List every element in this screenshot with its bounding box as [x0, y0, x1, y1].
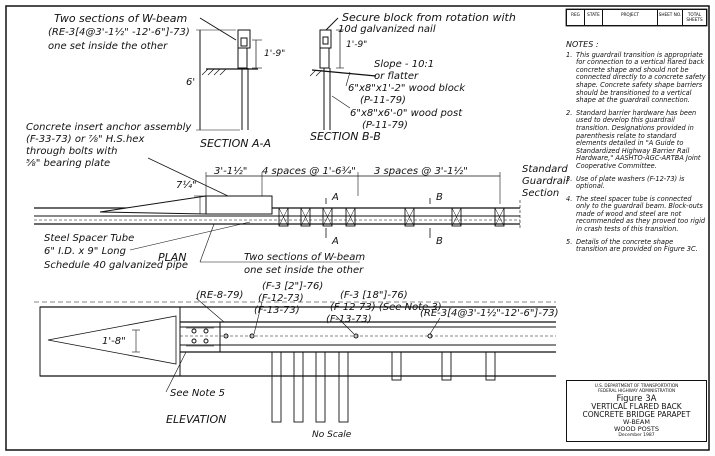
section-b-slope-1: Slope - 10:1 [374, 59, 435, 70]
title-agency-2: FEDERAL HIGHWAY ADMINISTRATION [597, 388, 676, 393]
elev-dim: 1'-8" [102, 336, 126, 347]
section-b-title: SECTION B-B [310, 130, 381, 143]
note-item: 4.The steel spacer tube is connected onl… [566, 194, 706, 234]
figure-number: Figure 3A [616, 394, 657, 404]
section-b-slope-2: or flatter [374, 71, 419, 82]
elevation-posts [271, 351, 496, 423]
title-line-1: VERTICAL FLARED BACK [591, 402, 682, 411]
note-text: Standard barrier hardware has been used … [576, 108, 701, 170]
plan-std-1: Standard [522, 164, 568, 175]
scale-label: No Scale [312, 430, 352, 440]
anchor-callout-2: (F-33-73) or ⅞" H.S.hex [26, 134, 145, 145]
section-b-block-2: (P-11-79) [360, 95, 406, 106]
section-a-callout-3: one set inside the other [48, 41, 168, 52]
note-text: Details of the concrete shape transition… [576, 237, 698, 254]
anchor-callout-1: Concrete insert anchor assembly [26, 122, 192, 133]
elev-f13b: (F-13-73) [326, 314, 372, 325]
header-reg: REG [567, 10, 585, 25]
elevation-parapet [39, 306, 181, 377]
title-line-4: WOOD POSTS [614, 425, 659, 433]
title-date: December 1987 [618, 433, 655, 438]
plan-cut-b-bottom: B [436, 236, 443, 247]
anchor-callout-3: through bolts with [26, 146, 118, 157]
section-b-block-dim: 1'-9" [346, 40, 368, 50]
plan-wbeam-1: Two sections of W-beam [244, 252, 366, 263]
section-a-title: SECTION A-A [200, 137, 271, 150]
header-state: STATE [585, 10, 603, 25]
elev-f3b: (F-3 [18"]-76) [340, 290, 408, 301]
elev-label: ELEVATION [166, 413, 227, 426]
sheet-border [5, 5, 710, 451]
elev-re879: (RE-8-79) [196, 290, 244, 301]
plan-std-2: Guardrail [522, 176, 569, 187]
note-text: This guardrail transition is appropriate… [576, 50, 706, 105]
plan-spacer-3: Schedule 40 galvanized pipe [44, 260, 189, 271]
elev-re3: (RE-3[4@3'-1½"-12'-6"]-73) [420, 308, 559, 319]
note-item: 2.Standard barrier hardware has been use… [566, 108, 706, 171]
note-number: 1. [566, 50, 573, 59]
section-a-height: 6' [186, 77, 196, 88]
section-a-block-dim: 1'-9" [264, 49, 286, 59]
section-b-block-1: 6"x8"x1'-2" wood block [348, 83, 466, 94]
header-sheet-no: SHEET NO. [658, 10, 683, 25]
section-a-beam [237, 29, 251, 49]
plan-parapet [99, 195, 273, 215]
anchor-callout-4: ⅝" bearing plate [26, 158, 111, 169]
elev-f12b: (F-12-73) (See Note 3) [330, 302, 442, 313]
plan-std-3: Section [522, 188, 560, 199]
elev-f12a: (F-12-73) [258, 293, 304, 304]
elev-f3a: (F-3 [2"]-76) [262, 281, 324, 292]
plan-posts [278, 207, 505, 227]
anchor-leader [147, 157, 229, 197]
note-text: Use of plate washers (F-12-73) is option… [576, 174, 685, 191]
section-b-nail-2: 10d galvanized nail [338, 24, 436, 35]
note-number: 2. [566, 108, 573, 117]
note-item: 5.Details of the concrete shape transiti… [566, 237, 706, 254]
note-number: 5. [566, 237, 573, 246]
section-b-drawing [309, 17, 377, 130]
plan-label: PLAN [158, 251, 187, 264]
notes-panel: NOTES : 1.This guardrail transition is a… [566, 41, 706, 259]
plan-dim-spaces-2: 3 spaces @ 3'-1½" [374, 166, 468, 177]
section-b-beam [319, 29, 332, 49]
note-number: 4. [566, 194, 573, 203]
notes-title: NOTES : [566, 40, 599, 49]
plan-dim-spaces-1: 4 spaces @ 1'-6¾" [262, 166, 356, 177]
plan-cut-b-top: B [436, 192, 443, 203]
section-a-block [237, 47, 248, 69]
note-number: 3. [566, 174, 573, 183]
plan-cut-a-top: A [332, 192, 339, 203]
note-item: 1.This guardrail transition is appropria… [566, 50, 706, 105]
plan-dim-offset: 7¼" [176, 180, 197, 191]
plan-spacer-1: Steel Spacer Tube [44, 233, 135, 244]
plan-dim-left: 3'-1½" [214, 166, 248, 177]
section-b-post-1: 6"x8"x6'-0" wood post [350, 108, 463, 119]
plan-drawing [34, 172, 521, 263]
header-total-sheets: TOTAL SHEETS [686, 12, 703, 22]
elevation-drawing [34, 297, 556, 423]
elev-f13a: (F-13-73) [254, 305, 300, 316]
sheet-header-block: REG STATE PROJECT SHEET NO. TOTAL SHEETS [566, 9, 707, 26]
note-item: 3.Use of plate washers (F-12-73) is opti… [566, 174, 706, 191]
section-b-block [319, 47, 330, 69]
section-b-nail-1: Secure block from rotation with [342, 11, 516, 24]
note-text: The steel spacer tube is connected only … [576, 194, 706, 234]
plan-cut-a-bottom: A [332, 236, 339, 247]
title-agency-1: U.S. DEPARTMENT OF TRANSPORTATION [594, 383, 679, 388]
section-a-callout-2: (RE-3[4@3'-1½" -12'-6"]-73) [48, 27, 190, 38]
title-line-3: W-BEAM [623, 418, 650, 426]
plan-spacer-2: 6" I.D. x 9" Long [44, 246, 126, 257]
section-b-post-2: (P-11-79) [362, 120, 408, 131]
section-a-callout-1: Two sections of W-beam [54, 12, 188, 25]
title-line-2: CONCRETE BRIDGE PARAPET [582, 410, 691, 419]
elev-note5: See Note 5 [170, 388, 226, 399]
title-block: U.S. DEPARTMENT OF TRANSPORTATION FEDERA… [566, 380, 707, 442]
header-project: PROJECT [603, 10, 658, 25]
plan-wbeam-2: one set inside the other [244, 265, 364, 276]
section-a-drawing [196, 17, 262, 131]
